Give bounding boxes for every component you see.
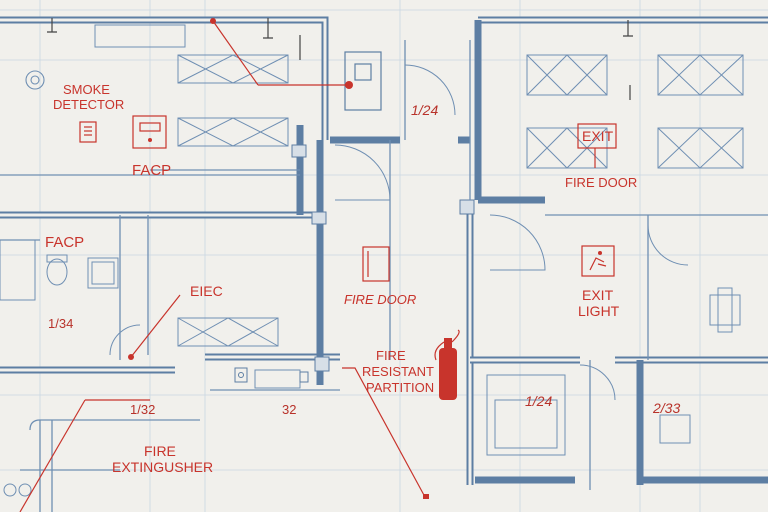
dimension-label: 1/32 bbox=[130, 402, 155, 417]
pipe-joint bbox=[18, 483, 32, 497]
door-swing bbox=[489, 214, 546, 271]
cabinet bbox=[717, 287, 733, 333]
smoke-detector-symbol bbox=[25, 70, 45, 90]
door-swing bbox=[404, 64, 456, 116]
wall-device bbox=[299, 371, 309, 383]
smoke-detector-icon bbox=[79, 121, 97, 143]
window-panel bbox=[657, 54, 744, 96]
dimension-label: 32 bbox=[282, 402, 296, 417]
annotation-leaders bbox=[19, 18, 596, 512]
door-swing bbox=[109, 324, 141, 356]
wall-device bbox=[234, 367, 248, 383]
fire-resistant-label-line2: RESISTANT bbox=[362, 364, 434, 379]
smoke-detector-label-line2: DETECTOR bbox=[53, 97, 124, 112]
exit-sign-box bbox=[577, 123, 617, 149]
exit-light-label-line1: EXIT bbox=[582, 287, 614, 303]
ceiling-fixture bbox=[263, 18, 273, 39]
cabinet bbox=[709, 294, 741, 326]
door-swing bbox=[334, 144, 391, 201]
fire-extinguisher-label-line1: FIRE bbox=[144, 443, 176, 459]
sofa bbox=[494, 399, 558, 449]
fire-resistant-label-line1: FIRE bbox=[376, 348, 406, 363]
fire-resistant-label-line3: PARTITION bbox=[366, 380, 434, 395]
window-panel bbox=[526, 54, 608, 96]
dimension-label: 1/24 bbox=[525, 393, 552, 409]
cabinet bbox=[87, 257, 119, 289]
window-panel bbox=[177, 54, 289, 84]
cabinet bbox=[91, 261, 115, 285]
toilet bbox=[46, 258, 68, 286]
facp-label-top: FACP bbox=[132, 162, 171, 179]
wall-device bbox=[238, 372, 244, 378]
wall-devices bbox=[234, 367, 309, 383]
window-panel bbox=[177, 117, 289, 147]
door-swing bbox=[579, 364, 616, 401]
sofa bbox=[486, 374, 566, 456]
fire-door-label-center: FIRE DOOR bbox=[344, 292, 416, 307]
exit-light-label-line2: LIGHT bbox=[578, 303, 620, 319]
cabinet bbox=[659, 414, 691, 444]
bench bbox=[254, 369, 301, 389]
ceiling-fixture bbox=[623, 20, 633, 37]
fire-door-icon bbox=[362, 246, 390, 282]
ceiling-fixture bbox=[47, 18, 57, 33]
dimension-label: 1/24 bbox=[411, 102, 438, 118]
pipe-joint bbox=[3, 483, 17, 497]
window-panel bbox=[657, 127, 744, 169]
exit-sign-label: EXIT bbox=[582, 128, 614, 144]
door-swing bbox=[647, 224, 689, 266]
fire-door-label-right: FIRE DOOR bbox=[565, 175, 637, 190]
ceiling-fixtures bbox=[47, 18, 633, 100]
window-panel bbox=[177, 317, 279, 347]
facp-label-left: FACP bbox=[45, 234, 84, 251]
exit-light-icon bbox=[581, 245, 615, 277]
smoke-detector-label-line1: SMOKE bbox=[63, 82, 110, 97]
walls bbox=[0, 16, 768, 485]
sink bbox=[46, 254, 68, 263]
dimension-label: 1/34 bbox=[48, 316, 73, 331]
furniture bbox=[0, 24, 741, 497]
facp-device-icon bbox=[132, 115, 167, 149]
dimension-label: 2/33 bbox=[652, 400, 680, 416]
fire-extinguisher-label-line2: EXTINGUSHER bbox=[112, 459, 213, 475]
desk bbox=[0, 239, 36, 301]
control-panel bbox=[344, 51, 382, 111]
fire-extinguisher-icon bbox=[434, 329, 460, 400]
desk bbox=[94, 24, 186, 48]
door-swings bbox=[109, 64, 689, 401]
eiec-label: EIEC bbox=[190, 283, 223, 299]
